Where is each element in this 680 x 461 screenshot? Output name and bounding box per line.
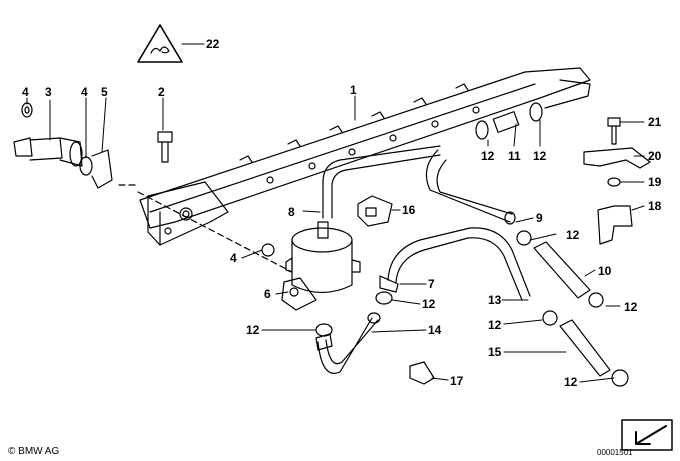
fuel-rail xyxy=(139,67,591,246)
callout-13: 13 xyxy=(488,293,502,307)
pressure-regulator xyxy=(281,221,361,311)
callout-18: 18 xyxy=(648,199,662,213)
hose-section-11 xyxy=(492,111,520,133)
fuel-injector xyxy=(13,137,83,167)
clamp-12e xyxy=(588,292,604,308)
connector-16 xyxy=(357,195,393,227)
callout-9: 9 xyxy=(536,211,543,225)
vacuum-hose xyxy=(322,145,441,219)
callout-11: 11 xyxy=(508,149,521,163)
bolt xyxy=(157,131,173,163)
callout-19: 19 xyxy=(648,175,662,189)
callout-12d: 12 xyxy=(566,228,580,242)
callout-14: 14 xyxy=(428,323,442,337)
o-ring-top xyxy=(21,102,33,118)
callout-12f: 12 xyxy=(488,318,502,332)
clamp-12d xyxy=(516,230,532,246)
callout-21: 21 xyxy=(648,115,662,129)
callout-12e: 12 xyxy=(624,300,638,314)
fuel-hose-7-13 xyxy=(387,227,531,301)
fuel-line-15 xyxy=(559,319,611,377)
o-ring-lower xyxy=(261,243,275,257)
callout-12a: 12 xyxy=(481,149,495,163)
callout-4a: 4 xyxy=(22,85,29,99)
callout-6: 6 xyxy=(264,287,271,301)
clamp-bracket-20 xyxy=(583,147,651,169)
callout-8: 8 xyxy=(288,205,295,219)
clamp-12f xyxy=(542,310,558,326)
clamp-12b xyxy=(529,102,543,122)
callout-4c: 4 xyxy=(230,251,237,265)
fuel-hose-return xyxy=(425,149,513,223)
callout-12b: 12 xyxy=(533,149,547,163)
washer-19 xyxy=(607,177,621,187)
callout-labels: 1 2 3 4 4 4 5 6 7 8 9 10 11 12 12 12 12 … xyxy=(22,37,662,389)
clamp-12c xyxy=(375,291,393,305)
callout-3: 3 xyxy=(45,85,52,99)
clamp-12a xyxy=(475,120,489,140)
warning-label-icon xyxy=(137,24,183,63)
callout-7: 7 xyxy=(428,277,435,291)
callout-17: 17 xyxy=(450,374,464,388)
bolt-21 xyxy=(607,117,621,145)
copyright-text: © BMW AG xyxy=(8,446,60,457)
callout-2: 2 xyxy=(158,85,165,99)
callout-15: 15 xyxy=(488,345,502,359)
callout-4b: 4 xyxy=(81,85,88,99)
callout-12h: 12 xyxy=(564,375,578,389)
callout-12g: 12 xyxy=(246,323,260,337)
direction-arrow-icon xyxy=(621,419,673,451)
injector-clip xyxy=(91,149,113,189)
fuel-line-10 xyxy=(533,241,591,299)
callout-12c: 12 xyxy=(422,297,436,311)
reference-number: 00001501 xyxy=(597,448,633,457)
callout-1: 1 xyxy=(350,83,357,97)
hose-14 xyxy=(317,317,379,374)
callout-20: 20 xyxy=(648,149,662,163)
callout-5: 5 xyxy=(101,85,108,99)
bracket-18 xyxy=(597,205,633,245)
grommet-17 xyxy=(409,361,435,385)
callout-22: 22 xyxy=(206,37,220,51)
o-ring-inner xyxy=(24,106,30,114)
callout-10: 10 xyxy=(598,264,612,278)
callout-16: 16 xyxy=(402,203,416,217)
